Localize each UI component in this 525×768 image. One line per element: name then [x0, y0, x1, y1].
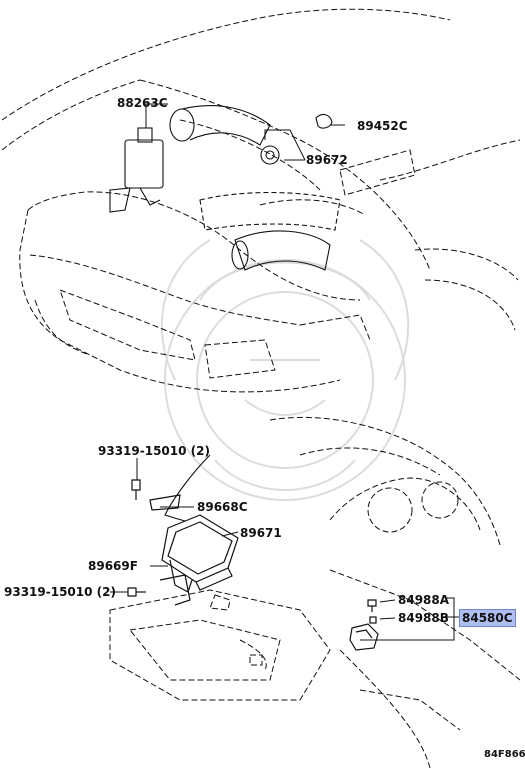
part-label-84580c-highlighted[interactable]: 84580C — [459, 609, 516, 627]
part-label-89669f: 89669F — [88, 559, 138, 573]
engine-components — [109, 105, 341, 529]
part-label-89452c: 89452C — [357, 119, 408, 133]
leader-lines — [110, 103, 460, 641]
part-label-84988b: 84988B — [398, 611, 449, 625]
samurai-crest-watermark — [160, 239, 410, 501]
small-parts — [127, 479, 379, 651]
interior-outline — [109, 416, 521, 768]
ecu-module — [149, 494, 239, 606]
vehicle-body-outline — [1, 8, 521, 393]
part-label-89672: 89672 — [306, 153, 348, 167]
part-label-93319-left: 93319-15010 (2) — [4, 585, 116, 599]
part-label-89668c: 89668C — [197, 500, 248, 514]
part-label-84988a: 84988A — [398, 593, 450, 607]
part-label-93319-top: 93319-15010 (2) — [98, 444, 210, 458]
part-label-88263c: 88263C — [117, 96, 168, 110]
part-label-89671: 89671 — [240, 526, 282, 540]
diagram-code: 84F866 — [484, 749, 525, 760]
